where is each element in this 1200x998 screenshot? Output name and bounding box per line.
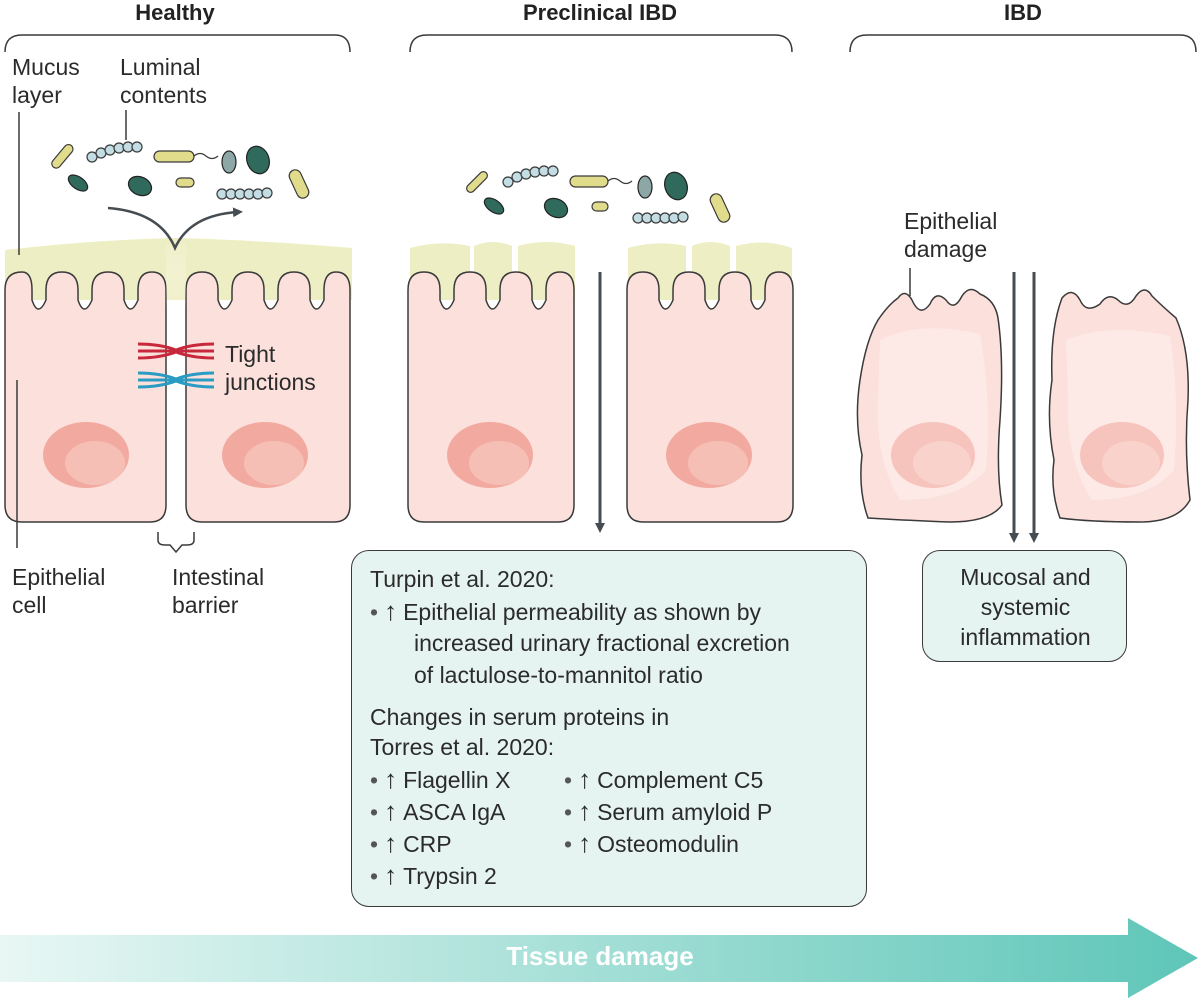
turpin-line-1: •↑Epithelial permeability as shown by: [370, 596, 762, 626]
torres-item: •↑ASCA IgA: [370, 796, 506, 826]
bracket-ibd: [849, 34, 1197, 53]
torres-item: •↑Trypsin 2: [370, 860, 497, 890]
up-arrow-icon: ↑: [578, 764, 592, 794]
up-arrow-icon: ↑: [578, 828, 592, 858]
torres-item: •↑Complement C5: [564, 764, 764, 794]
up-arrow-icon: ↑: [578, 796, 592, 826]
torres-heading-2: Torres et al. 2020:: [370, 734, 555, 760]
up-arrow-icon: ↑: [384, 596, 398, 626]
up-arrow-icon: ↑: [384, 796, 398, 826]
turpin-heading: Turpin et al. 2020:: [370, 566, 555, 592]
tissue-damage-label: Tissue damage: [506, 941, 694, 971]
torres-item: •↑CRP: [370, 828, 452, 858]
tight-junctions-red: [137, 342, 215, 360]
bullet: •: [370, 599, 379, 625]
up-arrow-icon: ↑: [384, 828, 398, 858]
up-arrow-icon: ↑: [384, 860, 398, 890]
bracket-healthy: [4, 34, 351, 53]
up-arrow-icon: ↑: [384, 764, 398, 794]
turpin-line-3: of lactulose-to-mannitol ratio: [414, 662, 703, 688]
bacteria-cluster-healthy: [51, 141, 310, 200]
inflammation-line-1: Mucosal and: [960, 564, 1091, 590]
turpin-line-2: increased urinary fractional excretion: [414, 630, 790, 656]
inflammation-line-2: systemic: [980, 594, 1071, 620]
header-healthy: Healthy: [135, 0, 215, 25]
bacteria-cluster-preclinical: [466, 165, 731, 224]
bracket-preclinical: [409, 34, 793, 53]
header-preclinical: Preclinical IBD: [522, 0, 678, 25]
inflammation-line-3: inflammation: [960, 624, 1091, 650]
tissue-damage-arrow: [0, 918, 1198, 998]
header-ibd: IBD: [1004, 0, 1042, 25]
intestinal-barrier-bracket: [157, 532, 195, 554]
torres-heading-1: Changes in serum proteins in: [370, 704, 670, 730]
preclinical-findings-box: Turpin et al. 2020: •↑Epithelial permeab…: [351, 550, 867, 907]
inflammation-box: Mucosal and systemic inflammation: [922, 550, 1127, 662]
torres-item: •↑Flagellin X: [370, 764, 511, 794]
deflection-arrow: [107, 206, 243, 252]
torres-item: •↑Serum amyloid P: [564, 796, 773, 826]
torres-item: •↑Osteomodulin: [564, 828, 739, 858]
tight-junctions-blue: [137, 371, 215, 389]
